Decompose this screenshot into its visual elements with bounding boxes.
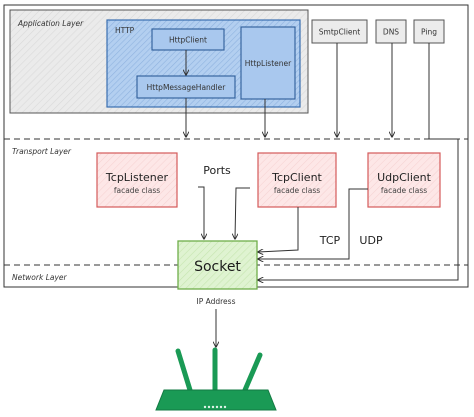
httpclient-box [151,28,225,51]
transport-layer-label: Transport Layer [12,147,72,156]
smtpclient-label: SmtpClient [319,28,361,37]
tcplistener-subtitle: facade class [114,186,160,195]
ip-address-label: IP Address [197,297,236,306]
socket-box [177,240,258,290]
httplistener-box [240,26,296,100]
udpclient-box [367,152,441,208]
socket-label: Socket [194,259,241,275]
tcpclient-title: TcpClient [271,171,322,184]
udpclient-to-socket-arrow [258,188,368,259]
httpclient-label: HttpClient [169,36,207,45]
udpclient-subtitle: facade class [381,186,427,195]
tcplistener-title: TcpListener [105,171,169,184]
network-layer-label: Network Layer [12,273,68,282]
connector-arrows [186,43,459,347]
ping-label: Ping [421,28,437,37]
tcpclient-box [257,152,337,208]
smtpclient-box [311,19,368,44]
tcpclient-subtitle: facade class [274,186,320,195]
ping-to-socket-arrow [258,43,459,280]
tcpclient-to-socket-arrow [235,187,250,239]
udp-label: UDP [359,234,383,247]
tcpclient-right-to-socket-arrow [258,207,299,252]
tcp-label: TCP [319,234,341,247]
httpmessagehandler-label: HttpMessageHandler [147,83,227,92]
tcplistener-to-socket-arrow [198,186,204,239]
http-group-label: HTTP [115,26,135,35]
ports-label: Ports [203,164,231,177]
dns-label: DNS [383,28,399,37]
httplistener-label: HttpListener [245,59,292,68]
router-icon [155,347,277,411]
tcplistener-box [96,152,178,208]
udpclient-title: UdpClient [377,171,432,184]
application-layer-label: Application Layer [17,19,84,28]
dns-box [375,19,407,44]
